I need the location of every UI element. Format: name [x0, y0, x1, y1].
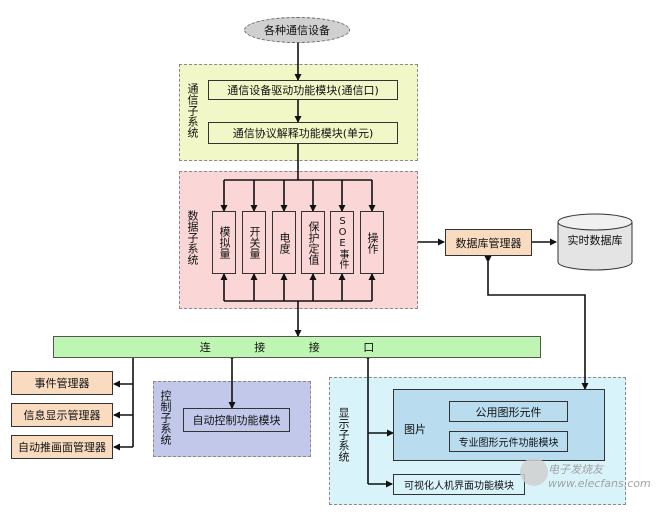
- driver-module-label: 通信设备驱动功能模块(通信口): [227, 84, 379, 97]
- special-element-box: 专业图形元件功能模块: [449, 431, 568, 452]
- top-device-label: 各种通信设备: [264, 24, 330, 37]
- interface-bar: 连 接 接 口: [53, 336, 541, 358]
- data-item-box: 模拟量: [212, 211, 236, 274]
- data-item-label: 操作: [366, 231, 379, 254]
- display-subsystem-label: 显示子系统: [337, 407, 350, 462]
- public-element-label: 公用图形元件: [475, 405, 542, 419]
- comm-subsystem-label: 通信子系统: [186, 83, 199, 138]
- data-item-label: 保护定值: [307, 220, 320, 265]
- interface-bar-label: 连 接 接 口: [199, 341, 395, 354]
- realtime-db-label: 实时数据库: [567, 234, 623, 247]
- realtime-db-cylinder: [557, 213, 633, 271]
- data-item-box: 电度: [272, 211, 296, 274]
- data-item-label: 电度: [278, 231, 291, 254]
- info-display-manager-box: 信息显示管理器: [11, 403, 113, 427]
- arrow-dbmanager-display: [484, 256, 589, 390]
- db-manager-box: 数据库管理器: [445, 229, 532, 256]
- protocol-module-box: 通信协议解释功能模块(单元): [208, 122, 398, 144]
- auto-push-manager-label: 自动推画面管理器: [18, 441, 106, 454]
- data-subsystem-label: 数据子系统: [186, 210, 199, 265]
- data-item-box: 开关量: [242, 211, 266, 274]
- watermark-text: 电子发烧友 www.elecfans.com: [548, 463, 651, 490]
- event-manager-label: 事件管理器: [34, 377, 90, 390]
- special-element-label: 专业图形元件功能模块: [458, 438, 559, 449]
- hmi-module-box: 可视化人机界面功能模块: [393, 474, 525, 495]
- top-device-ellipse: 各种通信设备: [244, 17, 350, 43]
- picture-label: 图片: [404, 423, 426, 436]
- data-item-label: SOE事件: [337, 216, 348, 269]
- public-element-box: 公用图形元件: [449, 401, 568, 422]
- db-manager-label: 数据库管理器: [455, 236, 522, 250]
- auto-control-module-label: 自动控制功能模块: [192, 414, 281, 427]
- data-item-label: 开关量: [248, 226, 261, 259]
- protocol-module-label: 通信协议解释功能模块(单元): [232, 127, 374, 140]
- data-item-box: 操作: [360, 211, 384, 274]
- event-manager-box: 事件管理器: [11, 371, 113, 395]
- auto-control-module-box: 自动控制功能模块: [183, 408, 290, 432]
- info-display-manager-label: 信息显示管理器: [23, 409, 101, 422]
- data-item-label: 模拟量: [218, 226, 231, 259]
- data-item-box: 保护定值: [301, 211, 325, 274]
- watermark-logo: [520, 458, 548, 486]
- auto-push-manager-box: 自动推画面管理器: [11, 435, 113, 459]
- control-subsystem-label: 控制子系统: [159, 390, 172, 445]
- hmi-module-label: 可视化人机界面功能模块: [404, 481, 514, 492]
- driver-module-box: 通信设备驱动功能模块(通信口): [208, 80, 398, 100]
- data-item-box: SOE事件: [330, 211, 354, 274]
